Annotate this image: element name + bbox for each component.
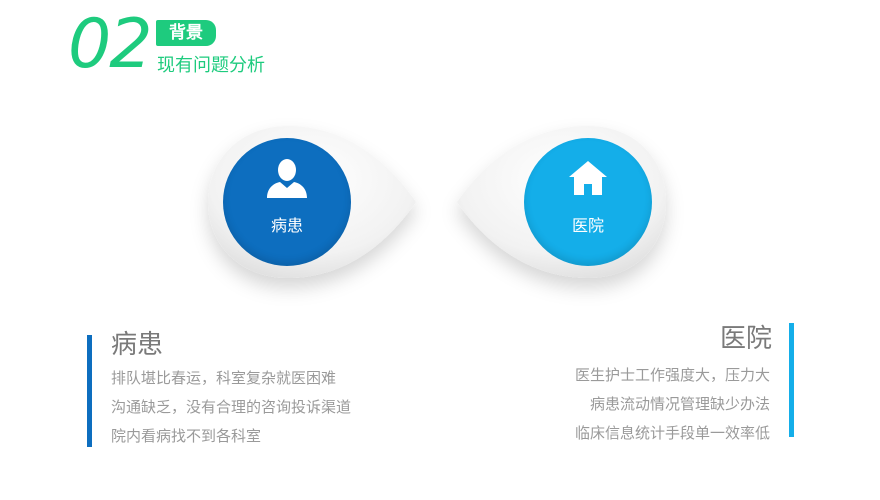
hospital-label: 医院 [571,216,604,235]
left-block-line: 排队堪比春运，科室复杂就医困难 [111,369,337,387]
section-tag: 背景 [156,20,216,46]
patient-node: 病患 [223,138,351,266]
hospital-node: 医院 [524,138,652,266]
left-accent-bar [87,335,92,447]
house-icon [569,161,607,195]
right-block-title: 医院 [719,324,772,354]
right-block-line: 临床信息统计手段单一效率低 [574,424,770,442]
left-block-line: 沟通缺乏，没有合理的咨询投诉渠道 [111,398,352,416]
section-subtitle: 现有问题分析 [157,55,265,76]
left-block-line: 院内看病找不到各科室 [111,427,262,445]
right-block-line: 病患流动情况管理缺少办法 [589,395,770,413]
right-block-line: 医生护士工作强度大，压力大 [574,366,770,384]
right-accent-bar [789,323,794,437]
person-icon [267,159,307,198]
left-block-title: 病患 [111,330,164,360]
section-number: 02 [68,5,153,84]
patient-label: 病患 [270,216,303,235]
